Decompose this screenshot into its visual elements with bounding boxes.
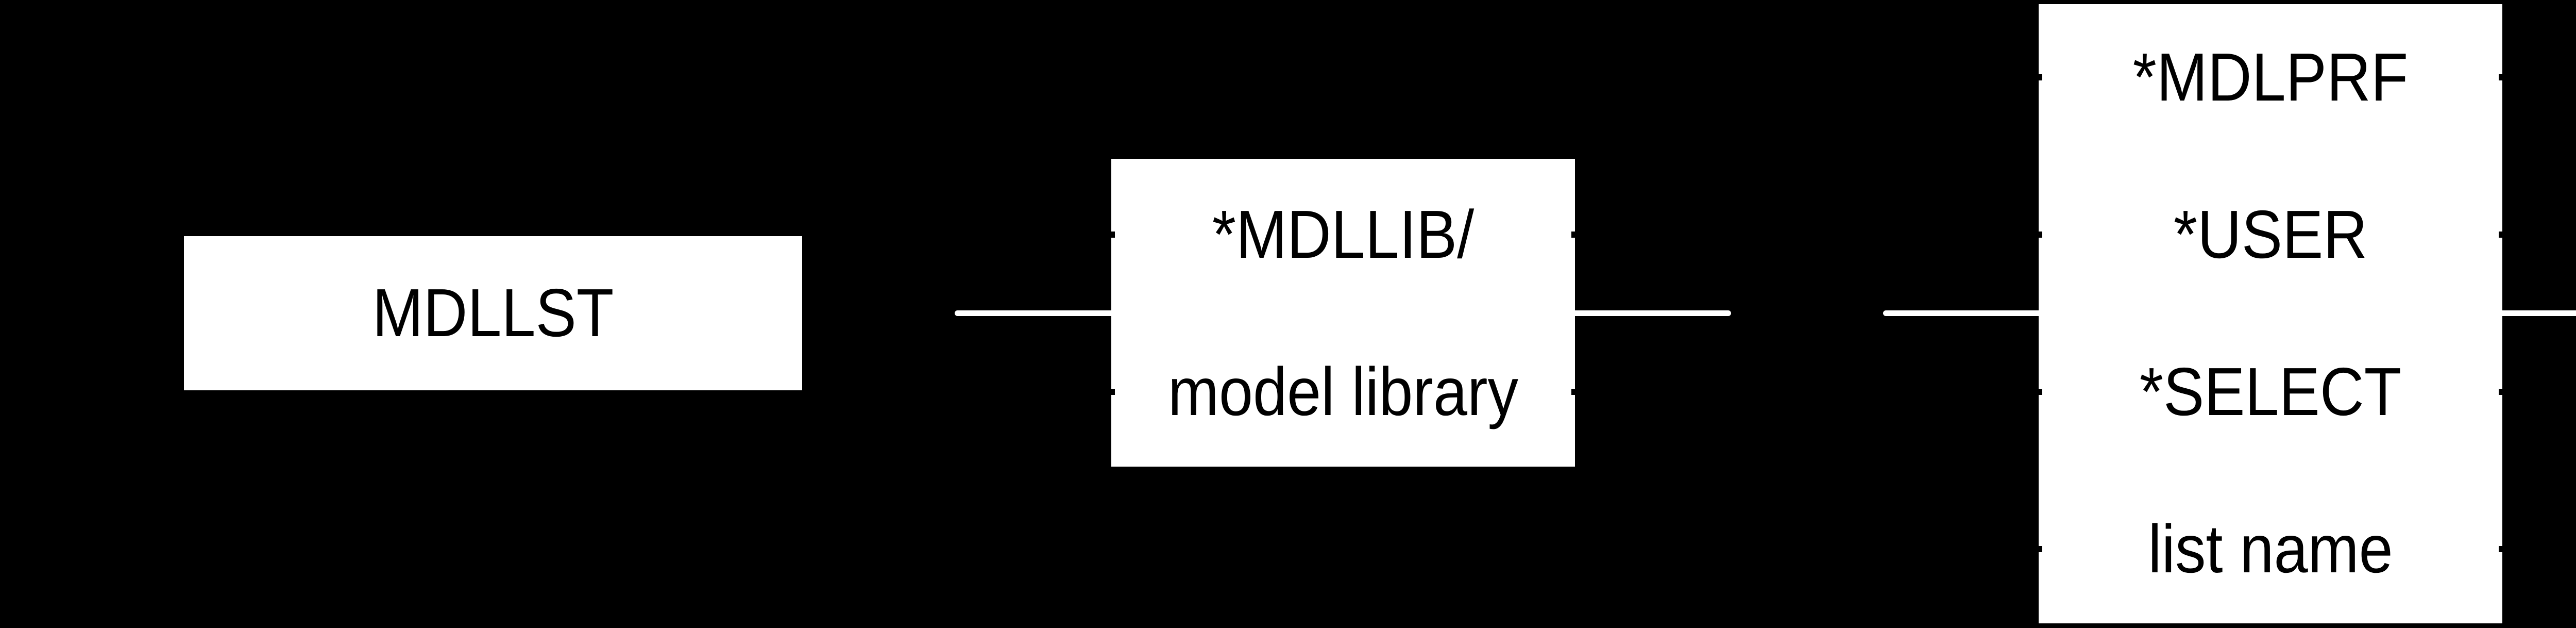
branch-line-stub bbox=[2499, 389, 2502, 395]
branch-line-stub bbox=[2499, 74, 2502, 80]
option-label-model-library: model library bbox=[1167, 354, 1519, 429]
branch-line-stub bbox=[2499, 546, 2502, 552]
option-label-list-name: list name bbox=[2148, 511, 2393, 587]
connector-line-4 bbox=[2502, 310, 2576, 316]
branch-line-stub bbox=[1111, 389, 1115, 395]
branch-line-stub bbox=[1571, 389, 1575, 395]
command-label: MDLLST bbox=[372, 275, 614, 351]
option-label-mdllib: *MDLLIB/ bbox=[1212, 196, 1475, 272]
option-label-mdlprf: *MDLPRF bbox=[2132, 39, 2409, 115]
branch-line-stub bbox=[2039, 389, 2042, 395]
option-label-select: *SELECT bbox=[2139, 354, 2402, 429]
branch-line-stub bbox=[1111, 232, 1115, 238]
branch-line-stub bbox=[2039, 546, 2042, 552]
parameter-box-model-library: *MDLLIB/ model library bbox=[1111, 159, 1575, 467]
connector-line-3 bbox=[1883, 310, 2039, 316]
branch-line-stub bbox=[2499, 232, 2502, 238]
connector-line-1 bbox=[955, 310, 1111, 316]
option-label-user: *USER bbox=[2173, 196, 2368, 272]
connector-line-2 bbox=[1575, 310, 1731, 316]
parameter-box-list: *MDLPRF *USER *SELECT list name bbox=[2039, 4, 2502, 623]
branch-line-stub bbox=[2039, 232, 2042, 238]
branch-line-stub bbox=[1571, 232, 1575, 238]
command-box: MDLLST bbox=[184, 236, 802, 390]
branch-line-stub bbox=[2039, 74, 2042, 80]
